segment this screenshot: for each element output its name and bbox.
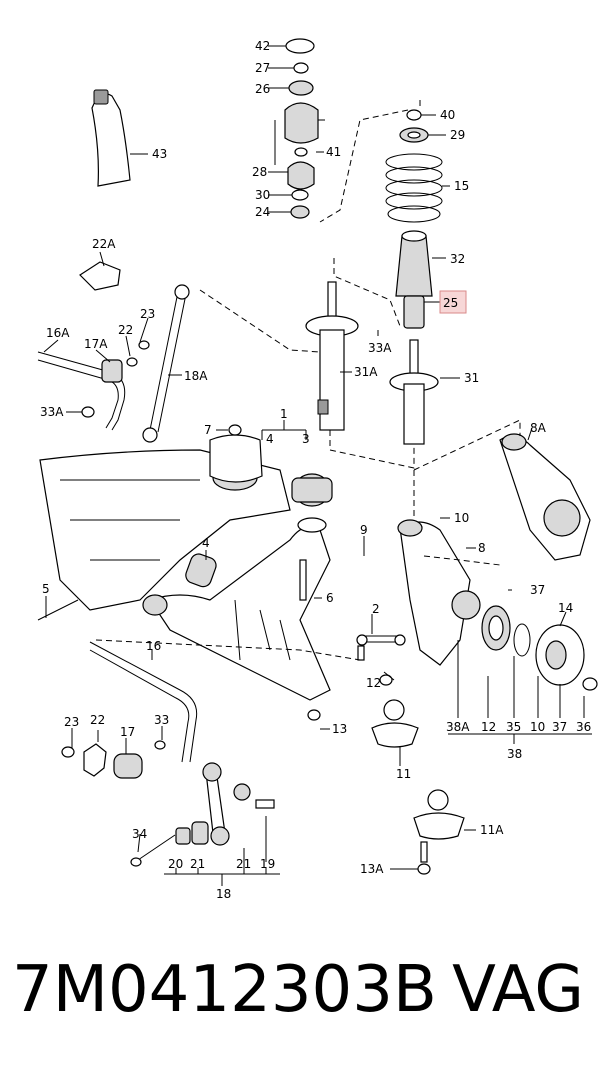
label-36: 36	[576, 720, 591, 734]
link-2	[356, 634, 406, 661]
label-22-upper: 22	[118, 323, 133, 337]
brand: VAG	[452, 953, 584, 1027]
subframe	[39, 424, 291, 611]
ball-joint-11	[371, 674, 419, 748]
label-38: 38	[507, 747, 522, 761]
label-30: 30	[255, 188, 270, 202]
label-18: 18	[216, 887, 231, 901]
label-13: 13	[332, 722, 347, 736]
strut-assembly-right	[389, 339, 439, 445]
label-21-right: 21	[236, 857, 251, 871]
callout-labels: 42 27 26 43 41 28 30 24 40 29 15 32 25 2…	[40, 39, 591, 901]
label-24: 24	[255, 205, 270, 219]
lower-control-arm	[37, 473, 333, 721]
wheel-bearing	[481, 605, 531, 657]
label-35: 35	[506, 720, 521, 734]
label-27: 27	[255, 61, 270, 75]
label-23-upper: 23	[140, 307, 155, 321]
label-21-left: 21	[190, 857, 205, 871]
label-16A: 16A	[46, 326, 70, 340]
label-26: 26	[255, 82, 270, 96]
label-38A: 38A	[446, 720, 470, 734]
label-40: 40	[440, 108, 455, 122]
footer: 7M0412303B VAG	[0, 950, 600, 1050]
anti-roll-bar-lower	[61, 641, 275, 867]
label-33: 33	[154, 713, 169, 727]
label-17: 17	[120, 725, 135, 739]
label-41: 41	[326, 145, 341, 159]
part-number: 7M0412303B	[12, 953, 437, 1027]
label-25: 25	[443, 296, 458, 310]
leader-lines	[43, 45, 592, 886]
label-34: 34	[132, 827, 147, 841]
grease-tube	[91, 89, 131, 187]
label-19: 19	[260, 857, 275, 871]
label-32: 32	[450, 252, 465, 266]
anti-roll-bar-upper	[37, 261, 190, 443]
highlight-box-25	[439, 290, 467, 314]
label-43: 43	[152, 147, 167, 161]
steering-knuckle-alt	[499, 433, 591, 561]
label-6: 6	[326, 591, 334, 605]
label-1: 1	[280, 407, 288, 421]
label-33A-left: 33A	[40, 405, 64, 419]
label-10-upper: 10	[454, 511, 469, 525]
wheel-hub	[535, 624, 598, 691]
label-16: 16	[146, 639, 161, 653]
label-9: 9	[360, 523, 368, 537]
label-28: 28	[252, 165, 267, 179]
coil-spring-group	[385, 109, 443, 329]
label-11: 11	[396, 767, 411, 781]
label-7: 7	[204, 423, 212, 437]
label-4-bushing: 4	[202, 536, 210, 550]
suspension-exploded-diagram: 42 27 26 43 41 28 30 24 40 29 15 32 25 2…	[37, 38, 598, 901]
label-42: 42	[255, 39, 270, 53]
label-23-lower: 23	[64, 715, 79, 729]
label-8A: 8A	[530, 421, 547, 435]
label-17A: 17A	[84, 337, 108, 351]
ball-joint-11A	[413, 789, 465, 875]
label-31A: 31A	[354, 365, 378, 379]
label-20: 20	[168, 857, 183, 871]
label-2: 2	[372, 602, 380, 616]
label-37-upper: 37	[530, 583, 545, 597]
label-12-left: 12	[366, 676, 381, 690]
label-8: 8	[478, 541, 486, 555]
label-29: 29	[450, 128, 465, 142]
label-22A: 22A	[92, 237, 116, 251]
label-37-lower: 37	[552, 720, 567, 734]
strut-mount-group	[274, 38, 325, 219]
label-5: 5	[42, 582, 50, 596]
label-11A: 11A	[480, 823, 504, 837]
label-4: 4	[266, 432, 274, 446]
label-14: 14	[558, 601, 573, 615]
label-3: 3	[302, 432, 310, 446]
label-31: 31	[464, 371, 479, 385]
label-15: 15	[454, 179, 469, 193]
label-18A: 18A	[184, 369, 208, 383]
label-10-lower: 10	[530, 720, 545, 734]
label-22-lower: 22	[90, 713, 105, 727]
label-13A: 13A	[360, 862, 384, 876]
steering-knuckle	[397, 519, 481, 666]
strut-assembly-left	[305, 281, 359, 431]
label-33A-right: 33A	[368, 341, 392, 355]
label-12-right: 12	[481, 720, 496, 734]
